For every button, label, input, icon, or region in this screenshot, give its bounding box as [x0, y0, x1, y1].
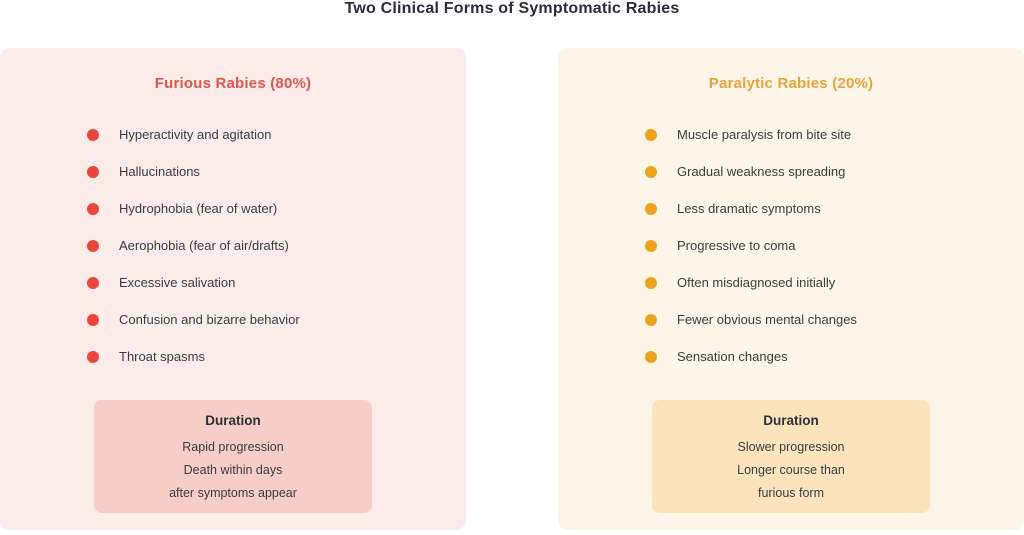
list-item-label: Progressive to coma	[677, 238, 796, 253]
duration-line: after symptoms appear	[169, 486, 297, 500]
duration-line: furious form	[758, 486, 824, 500]
panel-furious-rabies: Furious Rabies (80%) Hyperactivity and a…	[0, 48, 466, 530]
panel-paralytic-rabies: Paralytic Rabies (20%) Muscle paralysis …	[558, 48, 1024, 530]
list-item: Confusion and bizarre behavior	[0, 301, 466, 338]
bullet-dot-icon	[87, 128, 99, 141]
list-item: Often misdiagnosed initially	[558, 264, 1024, 301]
furious-panel-heading: Furious Rabies (80%)	[154, 75, 312, 92]
list-item: Fewer obvious mental changes	[558, 301, 1024, 338]
bullet-dot-icon	[645, 202, 657, 215]
duration-line: Slower progression	[737, 440, 845, 454]
bullet-dot-icon	[645, 276, 657, 289]
list-item: Hallucinations	[0, 153, 466, 190]
bullet-dot-icon	[87, 313, 99, 326]
duration-title: Duration	[205, 413, 261, 428]
furious-symptom-list: Hyperactivity and agitation Hallucinatio…	[0, 116, 466, 375]
list-item: Sensation changes	[558, 338, 1024, 375]
bullet-dot-icon	[87, 276, 99, 289]
list-item: Hyperactivity and agitation	[0, 116, 466, 153]
list-item-label: Aerophobia (fear of air/drafts)	[119, 238, 289, 253]
bullet-dot-icon	[645, 239, 657, 252]
list-item-label: Less dramatic symptoms	[677, 201, 821, 216]
bullet-dot-icon	[87, 202, 99, 215]
bullet-dot-icon	[87, 165, 99, 178]
furious-duration-box: Duration Rapid progression Death within …	[94, 400, 372, 513]
duration-line: Death within days	[183, 463, 283, 477]
list-item-label: Hydrophobia (fear of water)	[119, 201, 278, 216]
list-item-label: Confusion and bizarre behavior	[119, 312, 300, 327]
bullet-dot-icon	[645, 128, 657, 141]
bullet-dot-icon	[645, 165, 657, 178]
list-item: Muscle paralysis from bite site	[558, 116, 1024, 153]
list-item-label: Hyperactivity and agitation	[119, 127, 272, 142]
list-item-label: Often misdiagnosed initially	[677, 275, 836, 290]
duration-title: Duration	[763, 413, 819, 428]
list-item: Less dramatic symptoms	[558, 190, 1024, 227]
list-item-label: Sensation changes	[677, 349, 788, 364]
list-item-label: Fewer obvious mental changes	[677, 312, 857, 327]
bullet-dot-icon	[87, 239, 99, 252]
list-item-label: Throat spasms	[119, 349, 205, 364]
list-item: Hydrophobia (fear of water)	[0, 190, 466, 227]
list-item-label: Gradual weakness spreading	[677, 164, 846, 179]
list-item-label: Muscle paralysis from bite site	[677, 127, 852, 142]
panels-container: Furious Rabies (80%) Hyperactivity and a…	[0, 48, 1024, 530]
duration-line: Rapid progression	[182, 440, 284, 454]
list-item: Progressive to coma	[558, 227, 1024, 264]
paralytic-panel-heading: Paralytic Rabies (20%)	[708, 75, 874, 92]
list-item: Throat spasms	[0, 338, 466, 375]
list-item: Aerophobia (fear of air/drafts)	[0, 227, 466, 264]
bullet-dot-icon	[645, 313, 657, 326]
duration-line: Longer course than	[737, 463, 845, 477]
paralytic-symptom-list: Muscle paralysis from bite site Gradual …	[558, 116, 1024, 375]
list-item-label: Excessive salivation	[119, 275, 236, 290]
list-item: Excessive salivation	[0, 264, 466, 301]
paralytic-duration-box: Duration Slower progression Longer cours…	[652, 400, 930, 513]
list-item-label: Hallucinations	[119, 164, 200, 179]
list-item: Gradual weakness spreading	[558, 153, 1024, 190]
bullet-dot-icon	[87, 350, 99, 363]
bullet-dot-icon	[645, 350, 657, 363]
page-title: Two Clinical Forms of Symptomatic Rabies	[344, 0, 680, 17]
